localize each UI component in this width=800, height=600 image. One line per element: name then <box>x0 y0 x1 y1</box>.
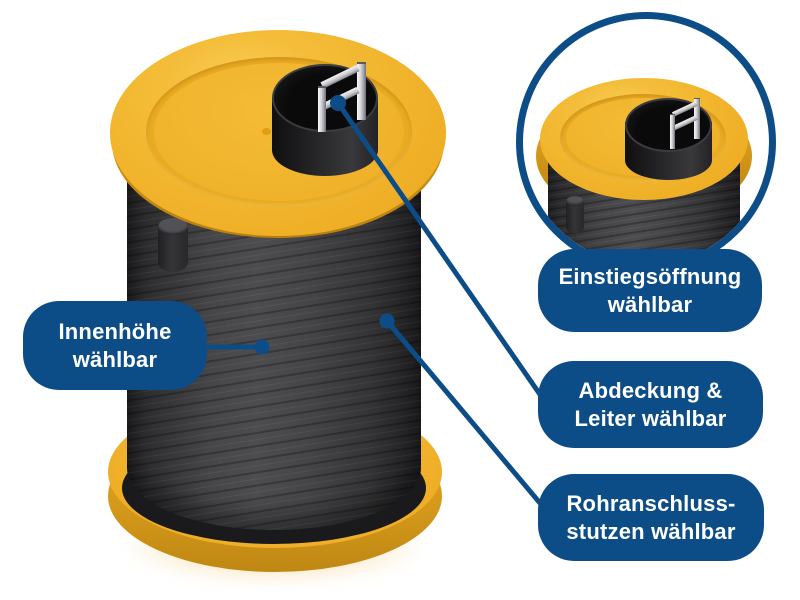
callout-rohranschlussstutzen-label: Rohranschluss- stutzen wählbar <box>566 490 736 544</box>
callout-innenhoehe-label: Innenhöhe wählbar <box>58 318 172 372</box>
connector-line-rohranschluss <box>385 319 552 517</box>
lid-nub <box>262 128 271 135</box>
connector-dot-innenhoehe <box>254 339 270 355</box>
detail-zoom-circle <box>516 12 776 272</box>
pipe-stub <box>158 218 188 274</box>
ladder <box>310 58 380 134</box>
detail-pipe-stub-side <box>566 201 584 233</box>
detail-pipe-stub <box>566 196 584 236</box>
detail-ladder-left-stile <box>670 114 675 149</box>
callout-einstiegsoeffnung-label: Einstiegsöffnung wählbar <box>558 263 742 317</box>
connector-line-abdeckung-leiter <box>335 101 551 408</box>
detail-ladder <box>666 96 708 152</box>
detail-pipe-stub-opening <box>566 196 584 206</box>
callout-einstiegsoeffnung: Einstiegsöffnung wählbar <box>538 249 762 332</box>
ladder-right-stile <box>357 62 366 120</box>
callout-abdeckung-leiter: Abdeckung & Leiter wählbar <box>538 361 763 448</box>
connector-dot-rohranschluss <box>379 313 395 329</box>
ladder-left-stile <box>318 86 326 132</box>
pipe-stub-opening <box>158 218 188 235</box>
callout-rohranschlussstutzen: Rohranschluss- stutzen wählbar <box>538 474 764 561</box>
connector-dot-abdeckung-leiter <box>330 95 346 111</box>
callout-abdeckung-leiter-label: Abdeckung & Leiter wählbar <box>574 377 727 431</box>
callout-innenhoehe: Innenhöhe wählbar <box>23 301 207 390</box>
